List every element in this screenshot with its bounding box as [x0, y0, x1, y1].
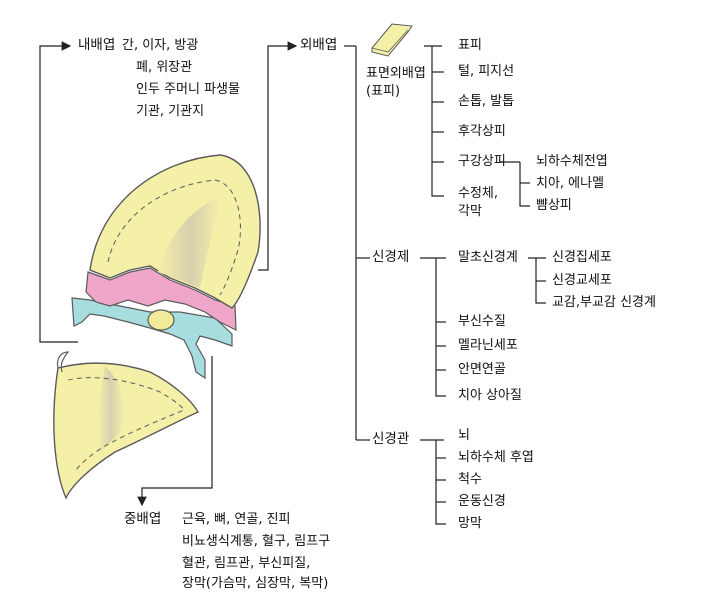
- neural-groove: [158, 195, 222, 288]
- endoderm-derivative-1: 간, 이자, 방광: [122, 38, 199, 53]
- endoderm-derivative-3: 인두 주머니 파생물: [136, 82, 240, 97]
- lower-plate-groove: [97, 366, 125, 456]
- surface-ectoderm-label: 표면외배엽: [366, 66, 426, 81]
- oral-item-teeth: 치아, 에나멜: [536, 176, 605, 191]
- crest-item-adrenal-medulla: 부신수질: [458, 314, 506, 329]
- surface-item-hair: 털, 피지선: [458, 64, 515, 79]
- pns-item-schwann: 신경집세포: [552, 250, 612, 265]
- ectoderm-layer: [89, 154, 261, 309]
- mesoderm-derivative-4: 장막(가슴막, 심장막, 복막): [182, 576, 329, 591]
- pns-item-glia: 신경교세포: [552, 273, 612, 288]
- crest-item-facial-cartilage: 안면연골: [458, 362, 506, 377]
- tube-item-spinal-cord: 척수: [458, 472, 482, 487]
- tube-item-motor-nerves: 운동신경: [458, 494, 506, 509]
- endoderm-layer: [71, 297, 233, 380]
- surface-ectoderm-sublabel: (표피): [366, 84, 401, 99]
- lower-plate: [53, 362, 199, 500]
- surface-item-oral: 구강상피: [458, 154, 506, 169]
- oral-item-cheek: 뺨상피: [536, 198, 572, 213]
- mesoderm-label: 중배엽: [124, 511, 162, 527]
- neural-crest-label: 신경제: [372, 249, 410, 265]
- surface-item-epidermis: 표피: [458, 38, 482, 53]
- tube-item-posterior-pituitary: 뇌하수체 후엽: [458, 450, 534, 465]
- endoderm-derivative-2: 폐, 위장관: [136, 60, 193, 75]
- epidermis-sheet-icon: [371, 23, 413, 57]
- tube-item-brain: 뇌: [458, 428, 470, 443]
- endoderm-label: 내배엽: [78, 37, 116, 53]
- oral-item-pituitary: 뇌하수체전엽: [536, 154, 608, 169]
- ectoderm-dashed-line: [107, 179, 241, 296]
- tube-item-retina: 망막: [458, 516, 482, 531]
- ectoderm-label: 외배엽: [300, 37, 338, 53]
- surface-item-nails: 손톱, 발톱: [458, 94, 515, 109]
- crest-item-pns: 말초신경계: [458, 250, 518, 265]
- neural-tube-label: 신경관: [372, 431, 410, 447]
- mesoderm-derivative-2: 비뇨생식계통, 혈구, 림프구: [182, 534, 331, 549]
- embryo-illustration: [53, 154, 261, 500]
- lower-plate-rim: [56, 351, 70, 373]
- surface-item-cornea: 각막: [458, 204, 482, 219]
- surface-item-lens: 수정체,: [458, 186, 499, 201]
- lower-plate-dashed-line: [67, 377, 185, 471]
- notochord: [147, 309, 175, 331]
- mesoderm-derivative-1: 근육, 뼈, 연골, 진피: [182, 512, 291, 527]
- endoderm-derivative-4: 기관, 기관지: [136, 104, 205, 119]
- crest-item-melanocytes: 멜라닌세포: [458, 338, 518, 353]
- mesoderm-layer: [85, 267, 237, 331]
- surface-item-olfactory: 후각상피: [458, 124, 506, 139]
- connector-lines: [39, 41, 546, 525]
- pns-item-autonomic: 교감,부교감 신경계: [552, 295, 656, 310]
- mesoderm-derivative-3: 혈관, 림프관, 부신피질,: [182, 556, 311, 571]
- crest-item-dentin: 치아 상아질: [458, 388, 522, 403]
